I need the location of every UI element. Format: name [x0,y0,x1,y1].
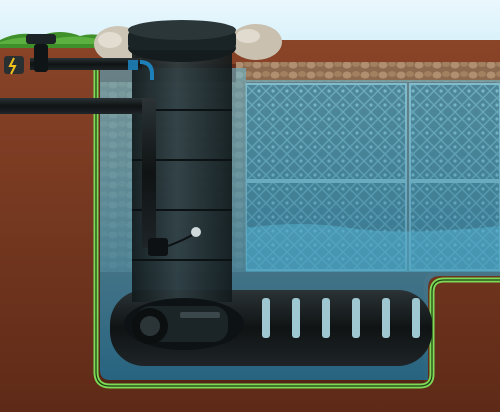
well [128,20,236,302]
float-switch [148,227,201,256]
water-surface [246,224,500,272]
intake-pipe [30,58,154,80]
electric-box [4,56,24,75]
liner-inner [95,64,500,387]
gravel-layer [236,62,500,82]
discharge-pipe [0,98,156,248]
pump [124,298,244,350]
flow-indicator [128,60,138,70]
valve [26,34,56,72]
